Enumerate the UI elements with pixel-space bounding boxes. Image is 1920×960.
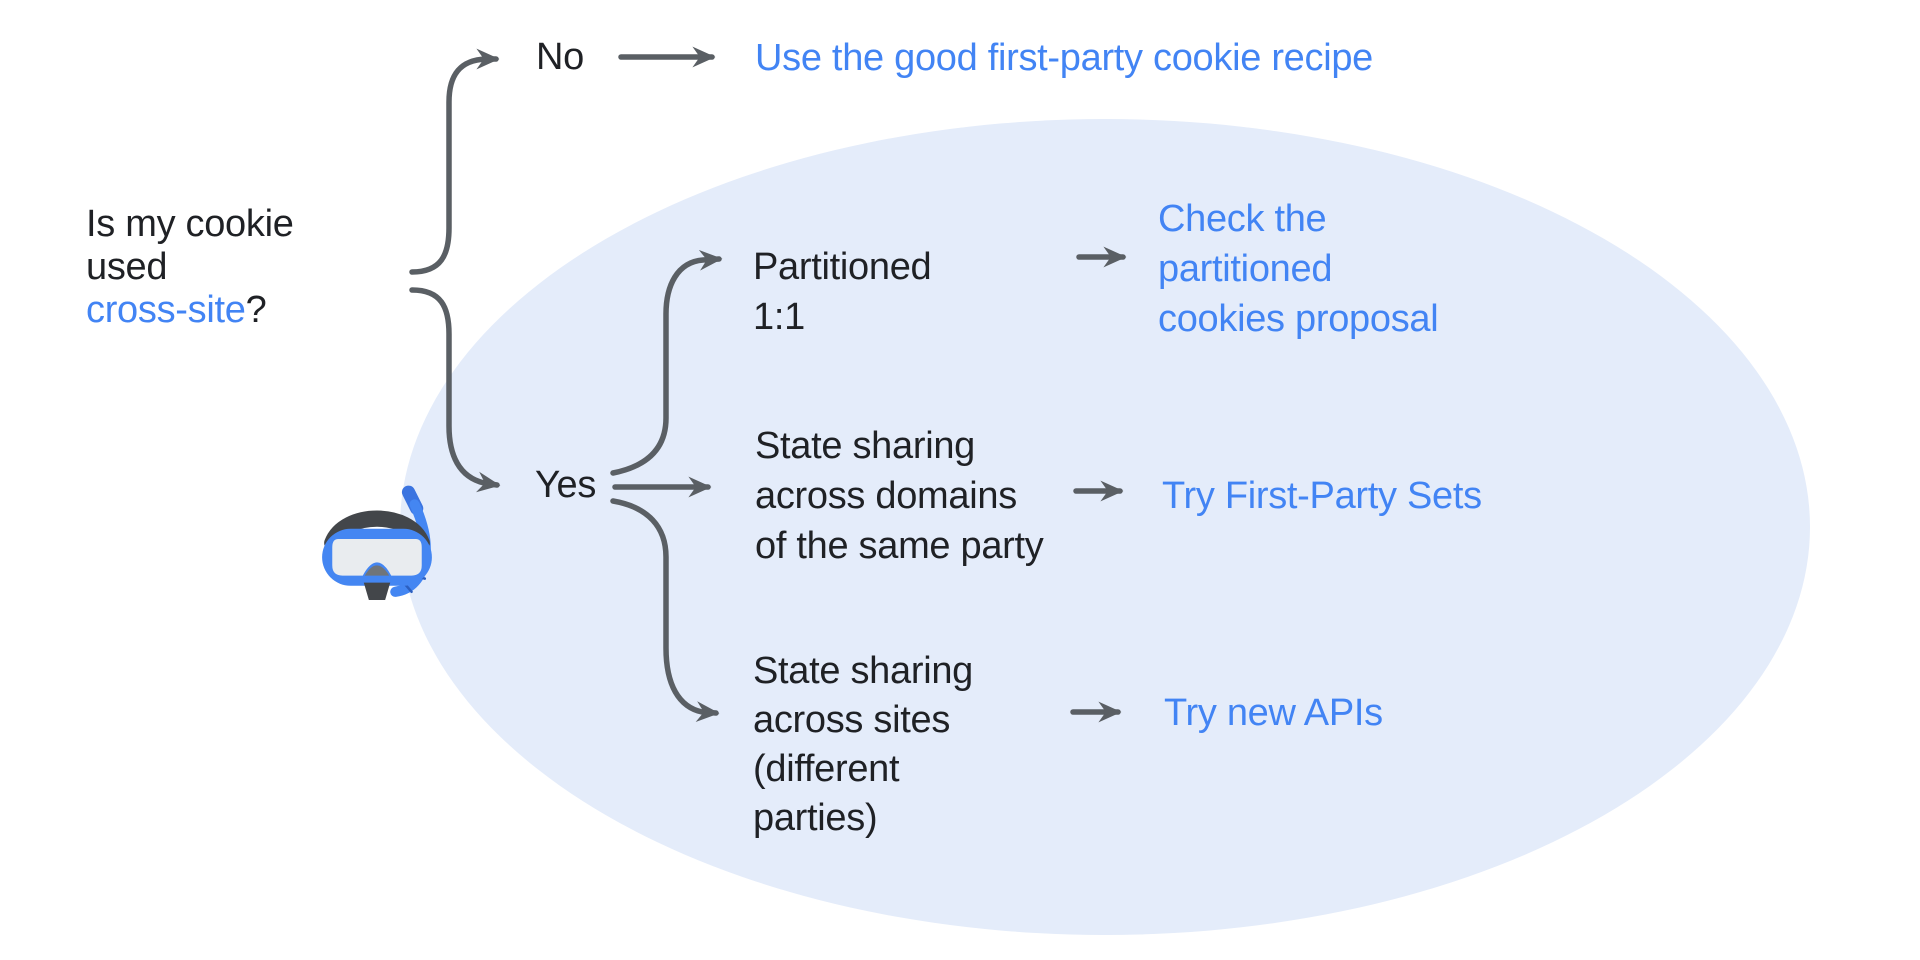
diving-mask-icon xyxy=(322,485,432,600)
state-sharing-domains-label: State sharing across domains of the same… xyxy=(755,425,1044,567)
question-node: Is my cookie used cross-site? xyxy=(86,203,294,332)
first-party-sets-link[interactable]: Try First-Party Sets xyxy=(1162,475,1482,517)
question-text: Is my cookie used xyxy=(86,203,294,288)
question-cross-site-text: cross-site xyxy=(86,289,246,331)
edge-question-to-yes xyxy=(409,287,501,493)
state-sharing-sites-label: State sharing across sites (different pa… xyxy=(753,650,974,839)
question-mark: ? xyxy=(245,289,267,331)
partitioned-cookies-proposal-link[interactable]: Check the partitioned cookies proposal xyxy=(1158,198,1439,340)
try-new-apis-link[interactable]: Try new APIs xyxy=(1164,692,1383,734)
yes-branch-label: Yes xyxy=(535,464,597,506)
edge-yes-to-sites xyxy=(610,498,720,722)
first-party-recipe-link[interactable]: Use the good first-party cookie recipe xyxy=(755,37,1374,79)
partitioned-option-label: Partitioned 1:1 xyxy=(753,246,932,338)
edge-yes-to-partitioned xyxy=(610,249,723,476)
no-branch-label: No xyxy=(536,36,584,78)
edge-question-to-no xyxy=(409,48,500,275)
